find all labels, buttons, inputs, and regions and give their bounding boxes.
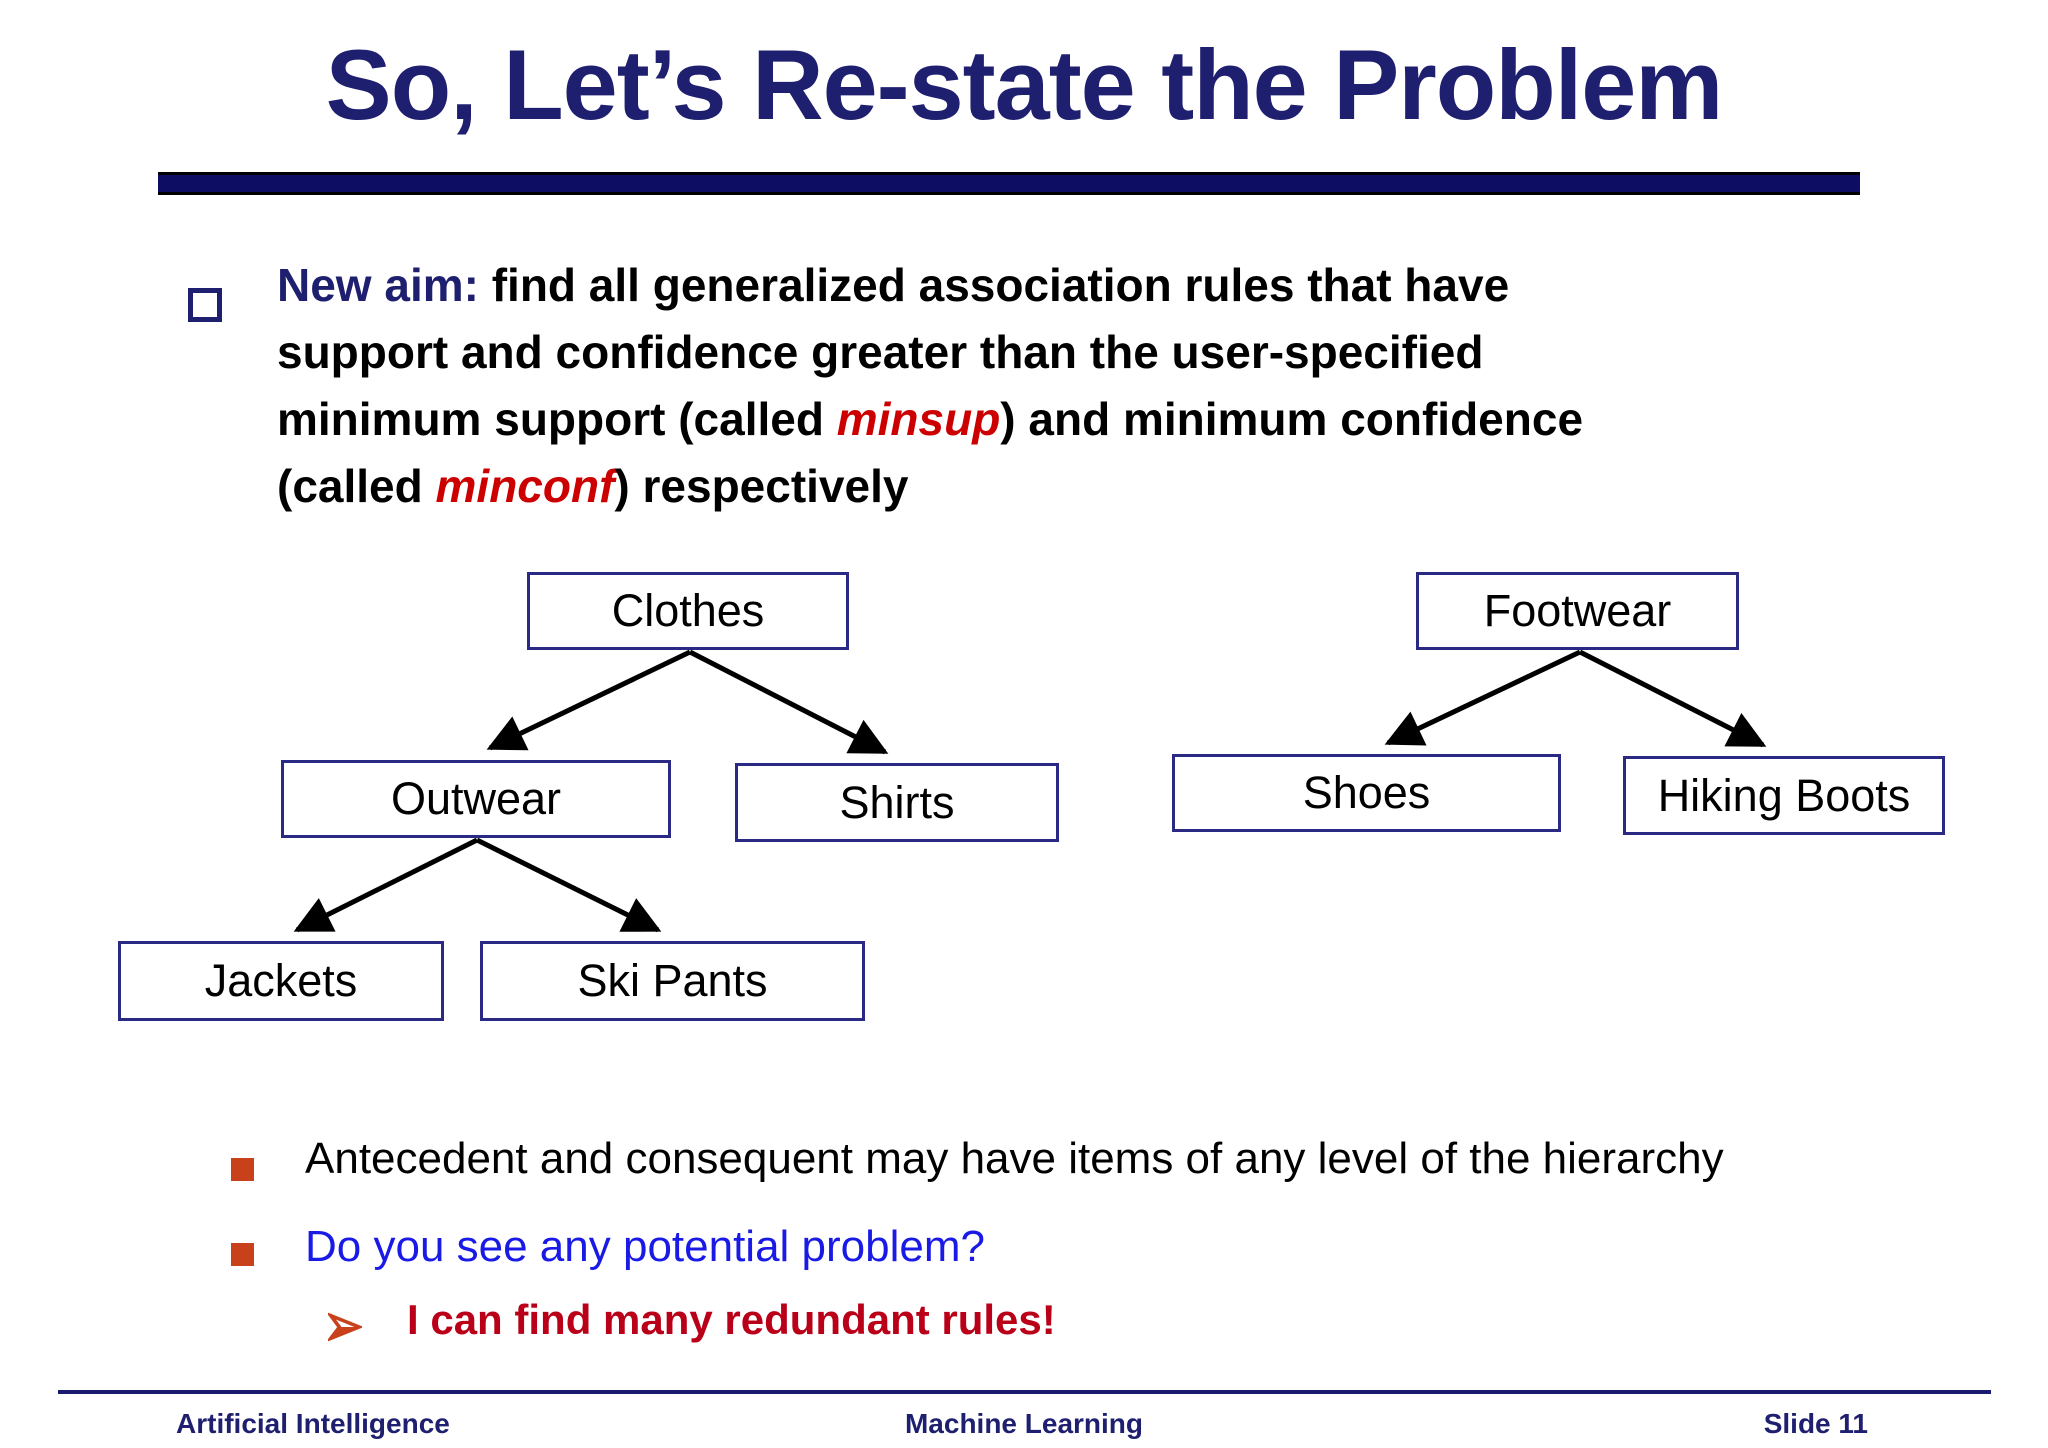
edge-outwear-skipants [475,837,662,933]
aim-line-3: minimum support (called minsup) and mini… [277,386,1837,453]
aim-lead-in: New aim: [277,259,492,311]
tree-node-clothes: Clothes [527,572,849,650]
aim-line-3-text-a: minimum support (called [277,393,837,445]
aim-line-2: support and confidence greater than the … [277,326,1484,378]
arrowhead-bullet-icon [328,1312,362,1342]
edge-footwear-hiking [1578,649,1767,748]
footer-slide-number: Slide 11 [1763,1408,1868,1439]
tree-node-ski-pants: Ski Pants [480,941,865,1021]
footer-course-label: Artificial Intelligence [176,1408,450,1439]
orange-square-bullet-icon [231,1243,254,1266]
aim-line-4-text-a: (called [277,460,436,512]
edge-outwear-jackets [293,837,479,933]
aim-line-1: New aim: find all generalized associatio… [277,252,1837,319]
hollow-square-bullet-icon [188,288,222,322]
tree-node-shoes: Shoes [1172,754,1561,832]
tree-node-footwear: Footwear [1416,572,1739,650]
edge-clothes-shirts [688,649,889,755]
bullet-antecedent: Antecedent and consequent may have items… [305,1134,1724,1183]
aim-paragraph: New aim: find all generalized associatio… [277,252,1837,520]
keyword-minsup: minsup [836,393,1001,445]
tree-node-shirts: Shirts [735,763,1059,842]
bullet-answer: I can find many redundant rules! [407,1296,1056,1343]
slide-title: So, Let’s Re-state the Problem [325,29,1724,140]
aim-line-3-text-b: ) and minimum confidence [1000,393,1584,445]
bullet-question: Do you see any potential problem? [305,1222,985,1271]
footer-rule [58,1390,1991,1394]
title-underline-rule [158,172,1860,195]
edge-footwear-shoes [1384,649,1582,746]
orange-square-bullet-icon [231,1158,254,1181]
tree-node-outwear: Outwear [281,760,671,838]
aim-line-4-text-b: ) respectively [614,460,909,512]
aim-line-4: (called minconf) respectively [277,453,1837,520]
footer-topic-label: Machine Learning [904,1408,1144,1439]
tree-node-hiking-boots: Hiking Boots [1623,756,1945,835]
keyword-minconf: minconf [435,460,615,512]
edge-clothes-outwear [486,649,692,751]
tree-node-jackets: Jackets [118,941,444,1021]
aim-line-1-text: find all generalized association rules t… [491,259,1510,311]
